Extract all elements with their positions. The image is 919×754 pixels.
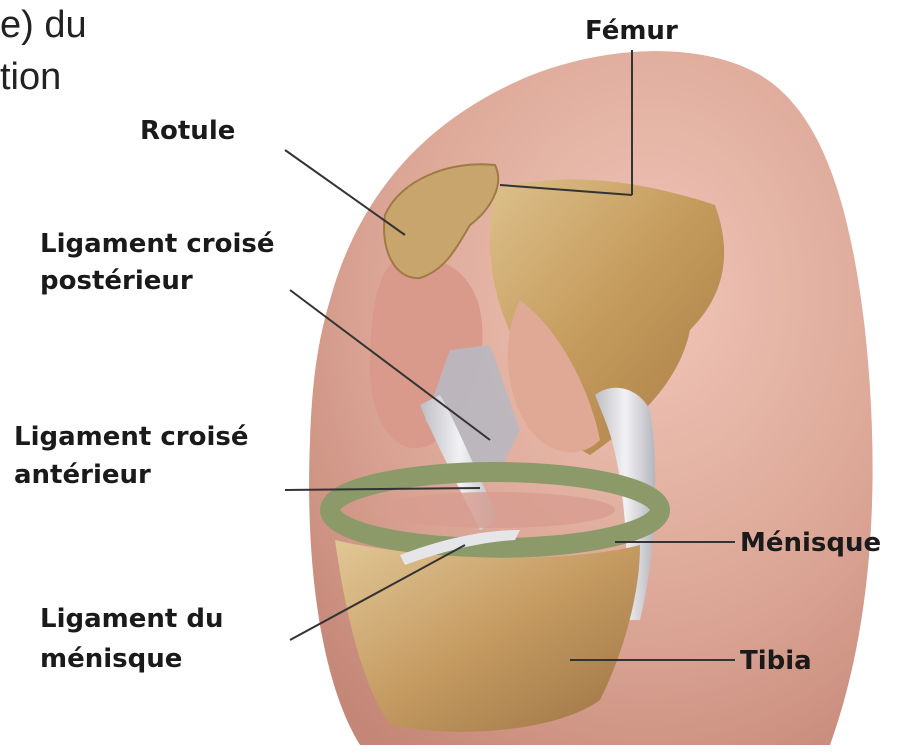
tibia-bone: [335, 540, 640, 732]
cropped-text-line1: e) du: [0, 2, 87, 48]
label-tibia: Tibia: [740, 642, 812, 680]
cropped-text-line2: tion: [0, 54, 61, 100]
label-lca-line1: Ligament croisé: [14, 418, 248, 456]
label-rotule: Rotule: [140, 112, 235, 150]
label-menisque: Ménisque: [740, 524, 881, 562]
label-lcp-line1: Ligament croisé: [40, 225, 274, 263]
label-femur: Fémur: [585, 12, 678, 50]
label-lcp-line2: postérieur: [40, 262, 193, 300]
label-lca-line2: antérieur: [14, 456, 151, 494]
menisque-inner: [375, 492, 615, 528]
label-lig-menisque-line1: Ligament du: [40, 600, 223, 638]
label-lig-menisque-line2: ménisque: [40, 640, 182, 678]
